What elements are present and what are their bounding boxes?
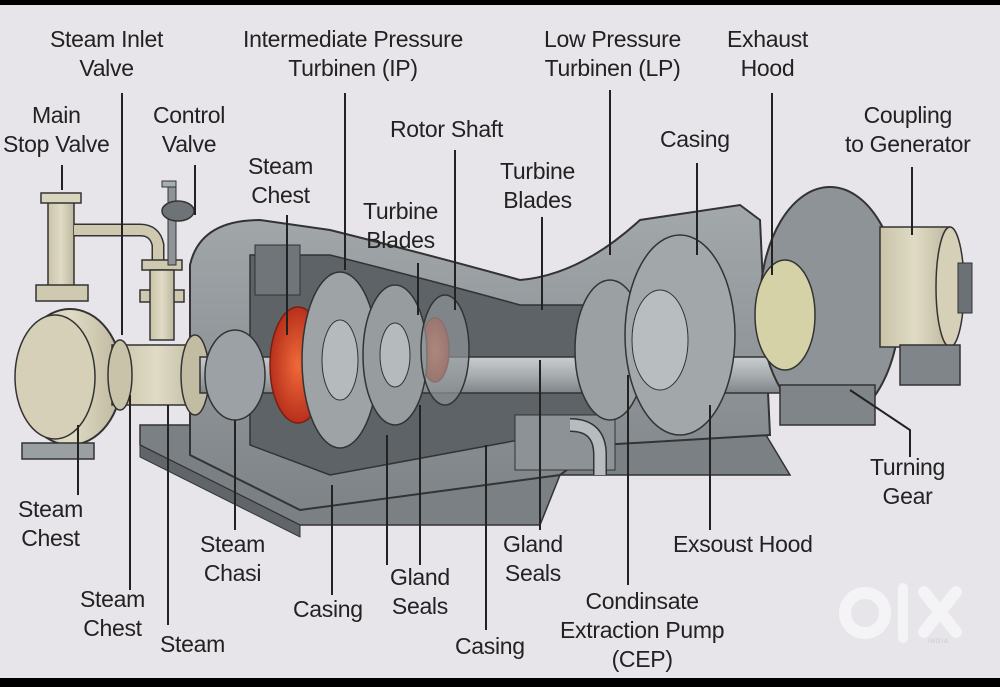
label-line: Casing xyxy=(455,633,525,659)
label-exsoust-hood: Exsoust Hood xyxy=(673,530,813,559)
label-line: Main xyxy=(31,102,81,128)
label-line: Extraction Pump xyxy=(560,617,725,643)
label-steam-bottom: Steam xyxy=(160,630,225,659)
label-line: Turbine xyxy=(363,198,439,224)
ip-blade-discs xyxy=(301,271,470,449)
label-line: Gear xyxy=(882,483,933,509)
label-line: Gland xyxy=(503,531,563,557)
label-line: Chest xyxy=(83,615,142,641)
label-line: Intermediate Pressure xyxy=(243,26,463,52)
label-line: Gland xyxy=(390,564,450,590)
olx-watermark-sub: INDIA xyxy=(928,639,950,645)
label-line: Condinsate xyxy=(585,588,699,614)
label-line: Chasi xyxy=(203,560,262,586)
valve-assembly xyxy=(14,180,210,460)
label-line: Turbinen (IP) xyxy=(288,55,418,81)
label-line: Steam Inlet xyxy=(50,26,164,52)
label-line: Valve xyxy=(161,131,217,157)
label-line: Steam xyxy=(160,631,225,657)
label-line: (CEP) xyxy=(611,646,673,672)
label-line: Turbinen (LP) xyxy=(544,55,681,81)
label-line: Steam xyxy=(200,531,265,557)
leader-lines xyxy=(61,90,913,630)
label-line: Steam xyxy=(248,153,313,179)
label-line: Steam xyxy=(80,586,145,612)
label-line: Low Pressure xyxy=(544,26,682,52)
exhaust-hood xyxy=(754,186,901,426)
label-line: Seals xyxy=(391,593,448,619)
label-line: Stop Valve xyxy=(3,131,110,157)
label-line: Chest xyxy=(21,525,80,551)
label-line: Chest xyxy=(251,182,310,208)
label-line: Valve xyxy=(79,55,134,81)
generator-coupling xyxy=(879,226,973,386)
label-line: Casing xyxy=(660,126,730,152)
label-line: Steam xyxy=(18,496,83,522)
label-line: Blades xyxy=(366,227,435,253)
turbine-illustration xyxy=(14,90,973,630)
label-line: Casing xyxy=(293,596,363,622)
label-line: Turning xyxy=(870,454,946,480)
olx-watermark-logo xyxy=(839,583,962,643)
label-line: Turbine xyxy=(500,158,576,184)
label-line: Seals xyxy=(504,560,561,586)
label-line: Control xyxy=(153,102,226,128)
label-casing-bottom-center: Casing xyxy=(455,632,525,661)
label-coupling-to-generator: Coupling to Generator xyxy=(845,101,971,159)
label-line: Blades xyxy=(503,187,572,213)
label-line: Exhaust xyxy=(727,26,809,52)
label-line: Exsoust Hood xyxy=(673,531,813,557)
label-rotor-shaft: Rotor Shaft xyxy=(390,115,503,144)
label-line: to Generator xyxy=(845,131,971,157)
label-line: Coupling xyxy=(863,102,953,128)
label-casing-bottom-left: Casing xyxy=(293,595,363,624)
label-line: Hood xyxy=(740,55,795,81)
label-casing-top: Casing xyxy=(660,125,730,154)
label-line: Rotor Shaft xyxy=(390,116,504,142)
